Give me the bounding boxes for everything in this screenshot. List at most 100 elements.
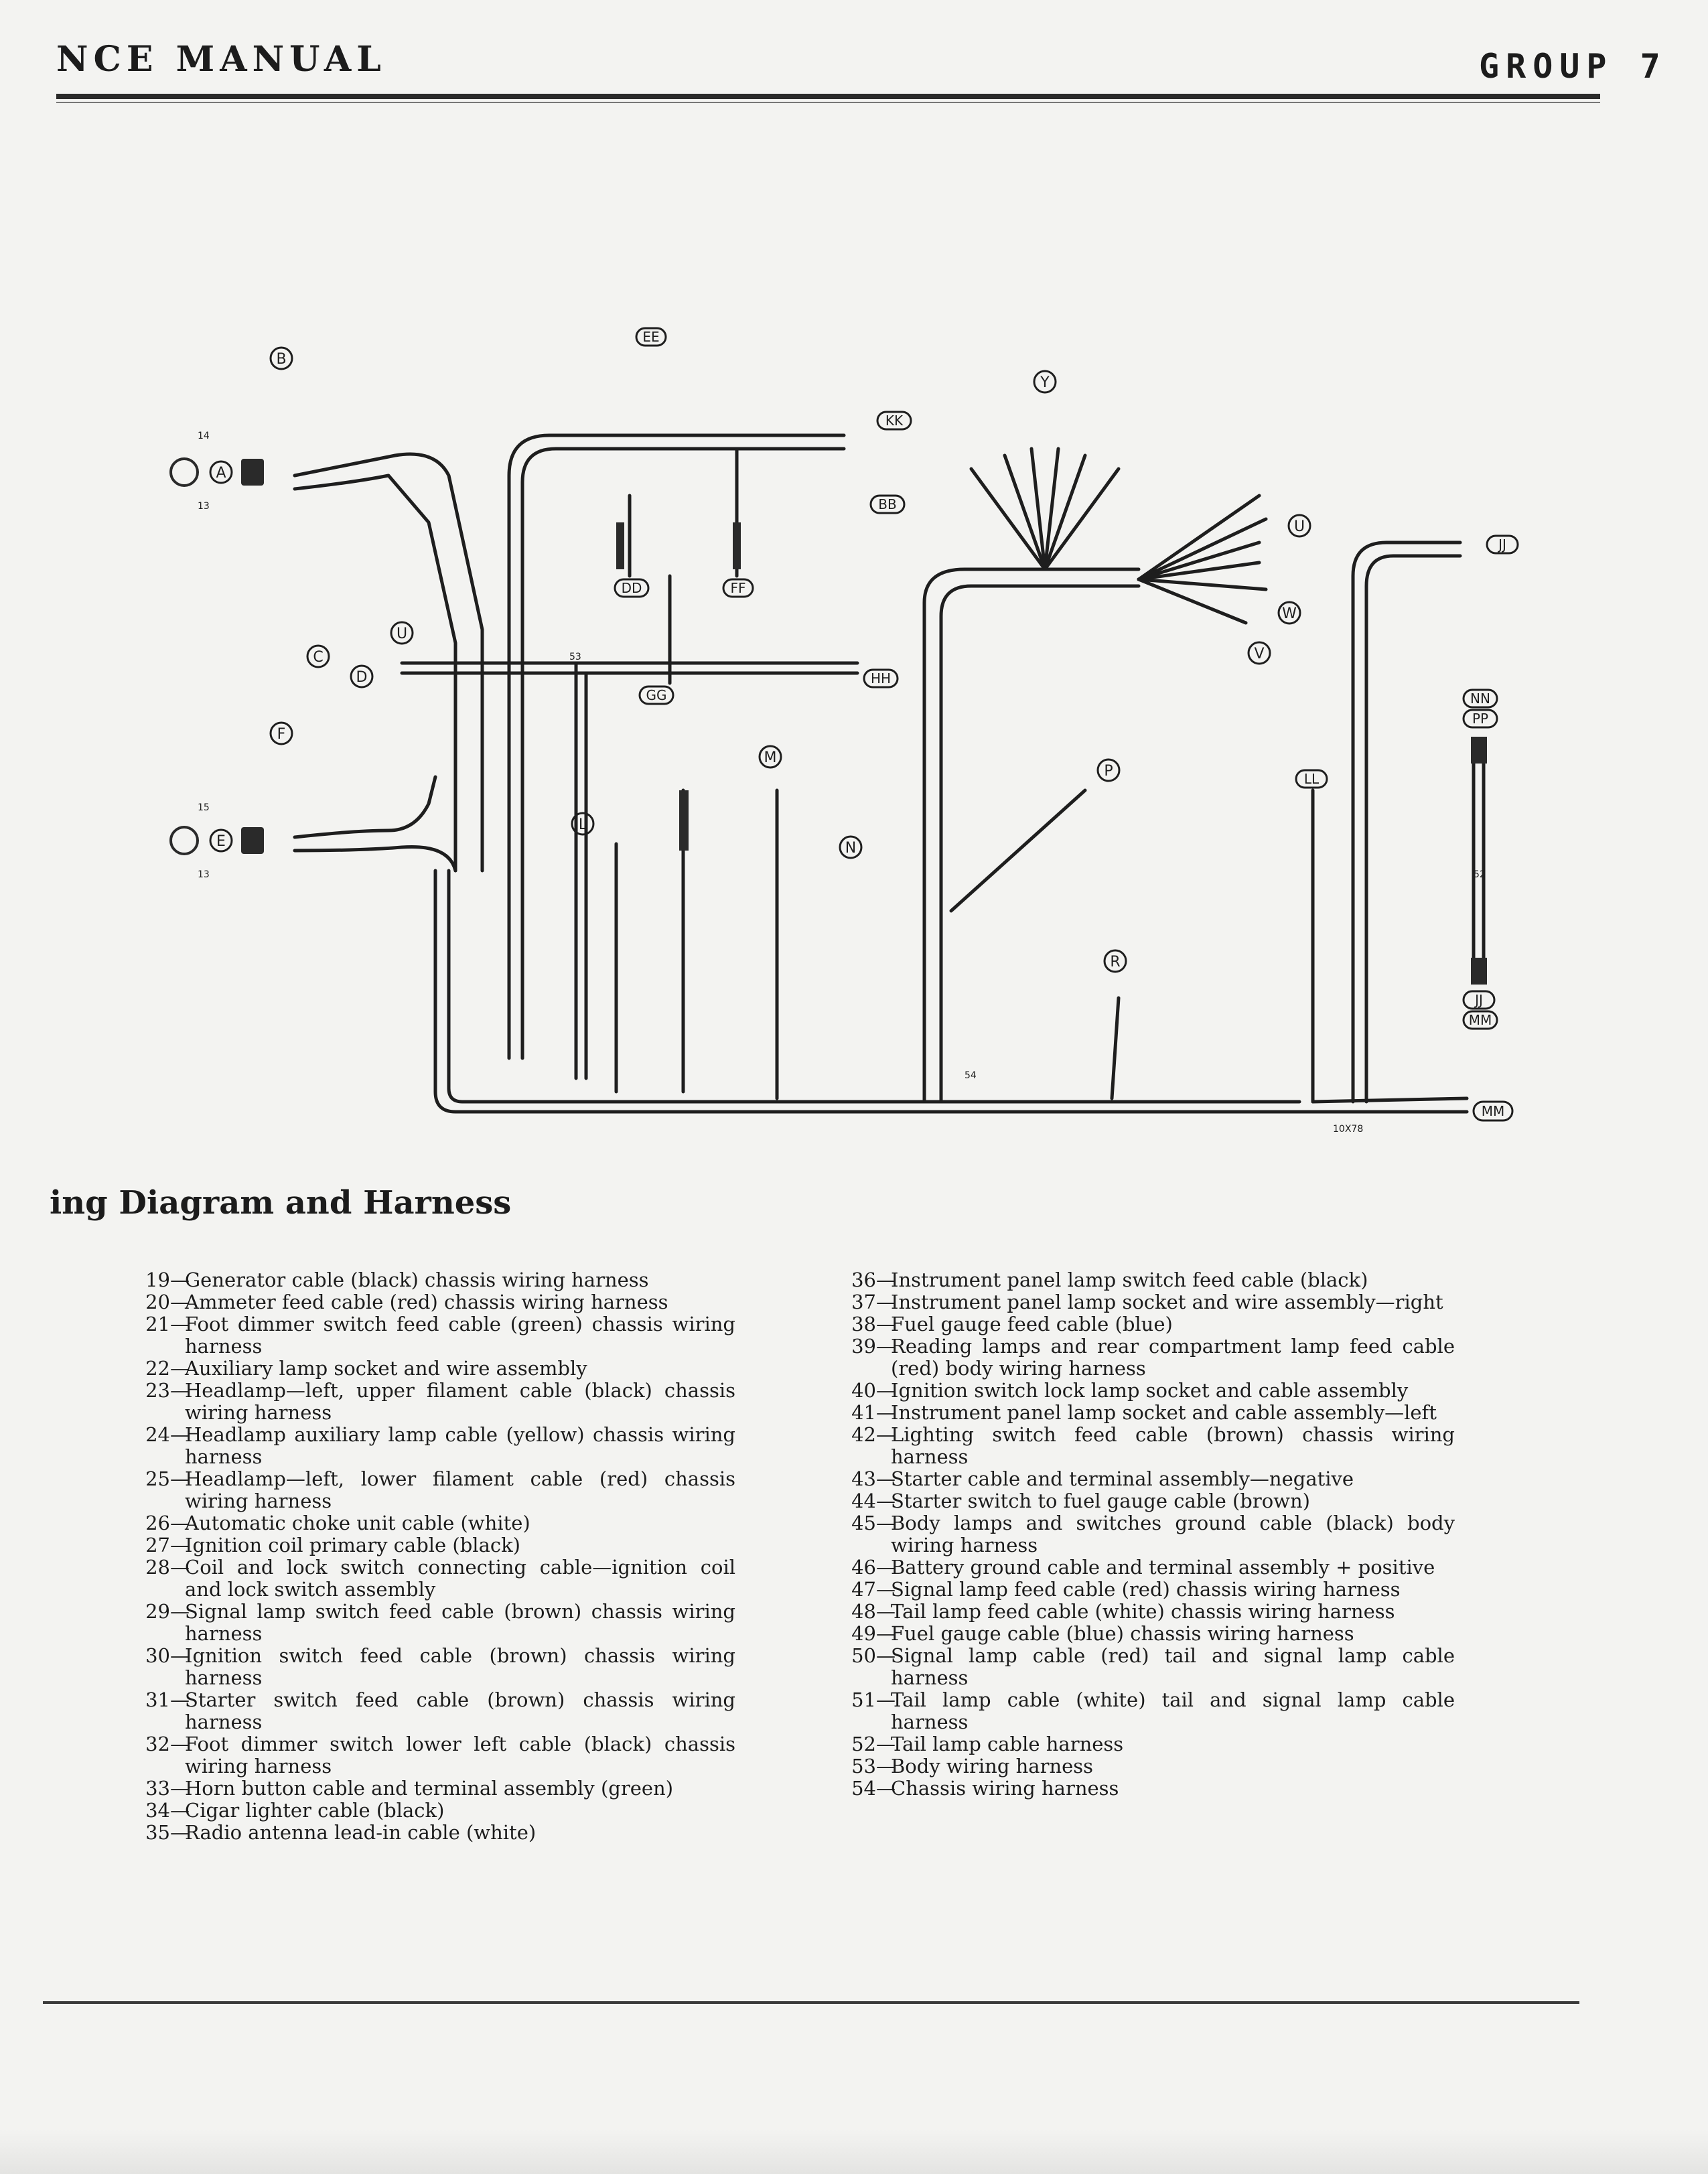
connector-mm-bottom: MM	[1472, 1100, 1514, 1122]
svg-text:14: 14	[198, 431, 210, 441]
footer-rule	[43, 2001, 1579, 2004]
svg-text:N: N	[845, 840, 856, 857]
svg-text:JJ: JJ	[1497, 536, 1506, 553]
connector-ll: LL	[1295, 769, 1328, 789]
svg-text:B: B	[276, 351, 286, 368]
connector-jj: JJ	[1462, 990, 1496, 1010]
svg-text:BB: BB	[878, 496, 896, 512]
connector-nn: NN	[1462, 689, 1498, 709]
header-rule	[56, 94, 1600, 99]
legend-item: 20—Ammeter feed cable (red) chassis wiri…	[145, 1291, 668, 1313]
legend-left: 19—Generator cable (black) chassis wirin…	[135, 1269, 735, 1844]
legend-item: 28—Coil and lock switch connecting cable…	[145, 1556, 735, 1601]
legend-item: 42—Lighting switch feed cable (brown) ch…	[851, 1423, 1455, 1468]
svg-text:V: V	[1254, 646, 1264, 662]
svg-text:15: 15	[198, 802, 210, 813]
legend-item: 25—Headlamp—left, lower filament cable (…	[145, 1467, 735, 1512]
svg-text:GG: GG	[646, 687, 667, 703]
connector-gg: GG	[638, 685, 674, 705]
svg-text:U: U	[397, 626, 407, 642]
connector-f: F	[269, 721, 293, 745]
legend-item: 27—Ignition coil primary cable (black)	[145, 1534, 521, 1556]
connector-e: E	[209, 828, 233, 853]
legend-item: 40—Ignition switch lock lamp socket and …	[851, 1379, 1409, 1402]
wiring-diagram: B A C D F E U L M N Y P R U W V EE KK DD…	[169, 327, 1519, 1135]
legend-item: 35—Radio antenna lead-in cable (white)	[145, 1821, 537, 1844]
svg-text:DD: DD	[622, 580, 642, 596]
svg-text:F: F	[277, 726, 286, 743]
legend-item: 38—Fuel gauge feed cable (blue)	[851, 1313, 1173, 1335]
legend-item: 46—Battery ground cable and terminal ass…	[851, 1556, 1435, 1579]
connector-c: C	[306, 644, 330, 668]
svg-text:R: R	[1110, 954, 1120, 970]
connector-r: R	[1103, 949, 1127, 973]
connector-d: D	[350, 664, 374, 689]
connector-ff: FF	[722, 578, 754, 598]
group-label: GROUP 7	[1479, 47, 1667, 86]
connector-y: Y	[1033, 370, 1057, 394]
svg-text:MM: MM	[1469, 1012, 1492, 1028]
legend-item: 21—Foot dimmer switch feed cable (green)…	[145, 1313, 735, 1358]
connector-w: W	[1277, 601, 1301, 625]
svg-text:13: 13	[198, 501, 210, 512]
svg-text:HH: HH	[871, 670, 891, 686]
svg-text:NN: NN	[1470, 691, 1490, 707]
legend-item: 32—Foot dimmer switch lower left cable (…	[145, 1733, 735, 1778]
svg-text:10X78: 10X78	[1333, 1124, 1363, 1135]
header-rule-thin	[56, 102, 1600, 103]
section-title: ing Diagram and Harness	[50, 1184, 512, 1222]
connector-mm: MM	[1462, 1010, 1498, 1030]
svg-text:Y: Y	[1040, 374, 1050, 391]
connector-pp: PP	[1462, 709, 1498, 729]
connector-hh: HH	[863, 668, 899, 689]
legend-item: 34—Cigar lighter cable (black)	[145, 1799, 445, 1822]
legend-item: 52—Tail lamp cable harness	[851, 1733, 1124, 1755]
legend-item: 39—Reading lamps and rear compartment la…	[851, 1335, 1455, 1380]
legend-item: 45—Body lamps and switches ground cable …	[851, 1512, 1455, 1556]
legend-item: 54—Chassis wiring harness	[851, 1777, 1119, 1800]
legend-item: 30—Ignition switch feed cable (brown) ch…	[145, 1644, 735, 1689]
connector-dd: DD	[614, 578, 650, 598]
svg-text:A: A	[216, 465, 226, 482]
connector-kk: KK	[876, 411, 912, 431]
svg-text:P: P	[1104, 763, 1113, 780]
page-edge	[0, 2130, 1708, 2174]
svg-text:M: M	[764, 749, 777, 766]
connector-jj-top: JJ	[1486, 534, 1519, 555]
connector-m: M	[758, 745, 782, 769]
svg-text:53: 53	[569, 652, 581, 662]
svg-text:U: U	[1294, 518, 1305, 535]
manual-title: NCE MANUAL	[56, 39, 386, 80]
svg-text:KK: KK	[885, 413, 904, 429]
legend-item: 50—Signal lamp cable (red) tail and sign…	[851, 1644, 1455, 1689]
connector-u2: U	[1287, 514, 1311, 538]
legend-item: 29—Signal lamp switch feed cable (brown)…	[145, 1600, 735, 1645]
legend-item: 47—Signal lamp feed cable (red) chassis …	[851, 1578, 1401, 1601]
connector-a: A	[209, 460, 233, 484]
legend-item: 48—Tail lamp feed cable (white) chassis …	[851, 1600, 1395, 1623]
legend-item: 41—Instrument panel lamp socket and cabl…	[851, 1401, 1437, 1424]
legend-item: 24—Headlamp auxiliary lamp cable (yellow…	[145, 1423, 735, 1468]
connector-v: V	[1247, 641, 1271, 665]
svg-text:D: D	[356, 669, 368, 686]
connector-u: U	[390, 621, 414, 645]
legend-item: 53—Body wiring harness	[851, 1755, 1094, 1778]
svg-text:13: 13	[198, 869, 210, 880]
svg-text:LL: LL	[1304, 771, 1320, 787]
svg-text:PP: PP	[1472, 711, 1488, 727]
legend-item: 37—Instrument panel lamp socket and wire…	[851, 1291, 1443, 1313]
legend-item: 23—Headlamp—left, upper filament cable (…	[145, 1379, 735, 1424]
connector-b: B	[269, 346, 293, 370]
legend-item: 43—Starter cable and terminal assembly—n…	[851, 1467, 1354, 1490]
legend-item: 33—Horn button cable and terminal assemb…	[145, 1777, 674, 1800]
legend-item: 44—Starter switch to fuel gauge cable (b…	[851, 1490, 1310, 1512]
svg-text:EE: EE	[642, 329, 659, 345]
legend-item: 31—Starter switch feed cable (brown) cha…	[145, 1688, 735, 1733]
legend-item: 36—Instrument panel lamp switch feed cab…	[851, 1269, 1368, 1291]
connector-n: N	[839, 835, 863, 859]
svg-text:MM: MM	[1482, 1103, 1505, 1119]
svg-text:JJ: JJ	[1474, 992, 1483, 1008]
legend-item: 49—Fuel gauge cable (blue) chassis wirin…	[851, 1622, 1354, 1645]
legend-item: 22—Auxiliary lamp socket and wire assemb…	[145, 1357, 587, 1380]
